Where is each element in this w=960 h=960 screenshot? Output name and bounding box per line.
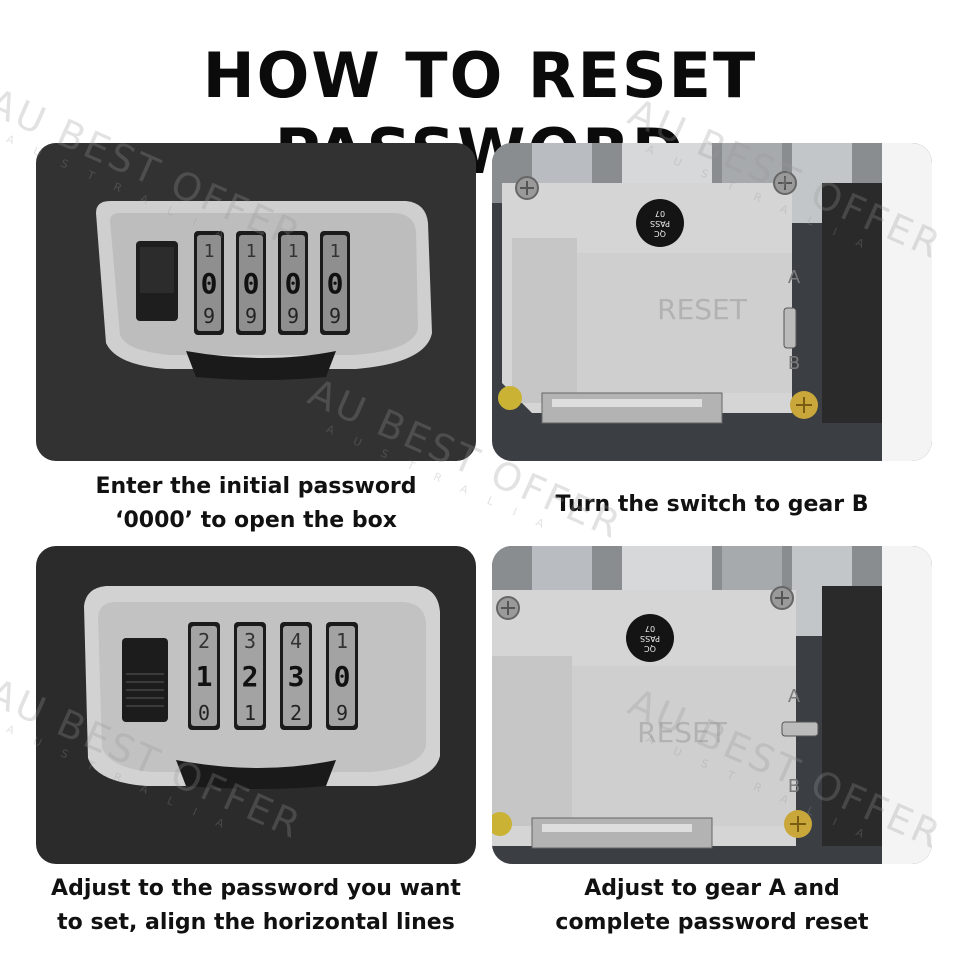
step1-dial3-above: 1 (288, 241, 299, 262)
step1-dial2-below: 9 (245, 304, 257, 328)
step1-dial1-above: 1 (204, 241, 215, 262)
step3-dial2-digit: 2 (242, 660, 259, 693)
step2-caption-line1: Turn the switch to gear B (555, 492, 869, 517)
step4-photo: RESET QC PASS 07 A B (492, 546, 932, 864)
step1-dial3-digit: 0 (285, 267, 302, 300)
svg-text:QC: QC (654, 229, 666, 238)
step1-dial2-digit: 0 (243, 267, 260, 300)
step3-photo: 2 1 0 3 2 1 4 3 2 1 0 (36, 546, 476, 864)
step4-gear-b-label: B (788, 776, 800, 797)
step1-dial2-above: 1 (246, 241, 257, 262)
step3-dial4-below: 9 (336, 701, 348, 725)
step3-caption-line1: Adjust to the password you want (51, 876, 461, 901)
step1-dial4-below: 9 (329, 304, 341, 328)
step3-dial3-digit: 3 (288, 660, 305, 693)
step4-gear-a-label: A (788, 686, 801, 707)
step4-caption: Adjust to gear A and complete password r… (492, 872, 932, 940)
step1-dial3-below: 9 (287, 304, 299, 328)
step3-dial1-above: 2 (198, 629, 210, 653)
step1-caption-line2: ‘0000’ to open the box (115, 508, 397, 533)
svg-text:PASS: PASS (640, 634, 660, 643)
step4-gear-switch (781, 721, 819, 737)
step1-caption-line1: Enter the initial password (95, 474, 417, 499)
step3-dial3-below: 2 (290, 701, 302, 725)
step1-dial4-digit: 0 (327, 267, 344, 300)
step1-dial1-below: 9 (203, 304, 215, 328)
step1-dial4-above: 1 (330, 241, 341, 262)
step1-photo: 1 0 9 1 0 9 1 0 9 1 0 (36, 143, 476, 461)
step4-caption-line1: Adjust to gear A and (584, 876, 840, 901)
step3-dial1-below: 0 (198, 701, 210, 725)
svg-text:07: 07 (655, 209, 665, 218)
step3-dial3-above: 4 (290, 629, 302, 653)
step2-qc-sticker: QC PASS 07 (636, 199, 684, 247)
step3-dial2-below: 1 (244, 701, 256, 725)
step3-caption-line2: to set, align the horizontal lines (57, 910, 455, 935)
step1-caption: Enter the initial password ‘0000’ to ope… (36, 470, 476, 538)
step3-dial4-above: 1 (336, 629, 348, 653)
step2-gear-switch (783, 307, 797, 349)
step1-dial1-digit: 0 (201, 267, 218, 300)
step2-gear-a-label: A (788, 267, 801, 288)
step3-dials: 2 1 0 3 2 1 4 3 2 1 0 (188, 622, 358, 730)
step4-qc-sticker: QC PASS 07 (626, 614, 674, 662)
step1-dials: 1 0 9 1 0 9 1 0 9 1 0 (194, 231, 350, 335)
svg-text:QC: QC (644, 644, 656, 653)
step2-caption: Turn the switch to gear B (492, 488, 932, 522)
step4-caption-line2: complete password reset (555, 910, 869, 935)
step2-gear-b-label: B (788, 353, 800, 374)
svg-text:PASS: PASS (650, 219, 670, 228)
step4-reset-label: RESET (637, 716, 728, 749)
step3-dial1-digit: 1 (196, 660, 213, 693)
step2-reset-label: RESET (657, 293, 748, 326)
step2-photo: RESET QC PASS 07 A B (492, 143, 932, 461)
step3-caption: Adjust to the password you want to set, … (36, 872, 476, 940)
step3-dial2-above: 3 (244, 629, 256, 653)
step3-dial4-digit: 0 (334, 660, 351, 693)
svg-text:07: 07 (645, 624, 655, 633)
